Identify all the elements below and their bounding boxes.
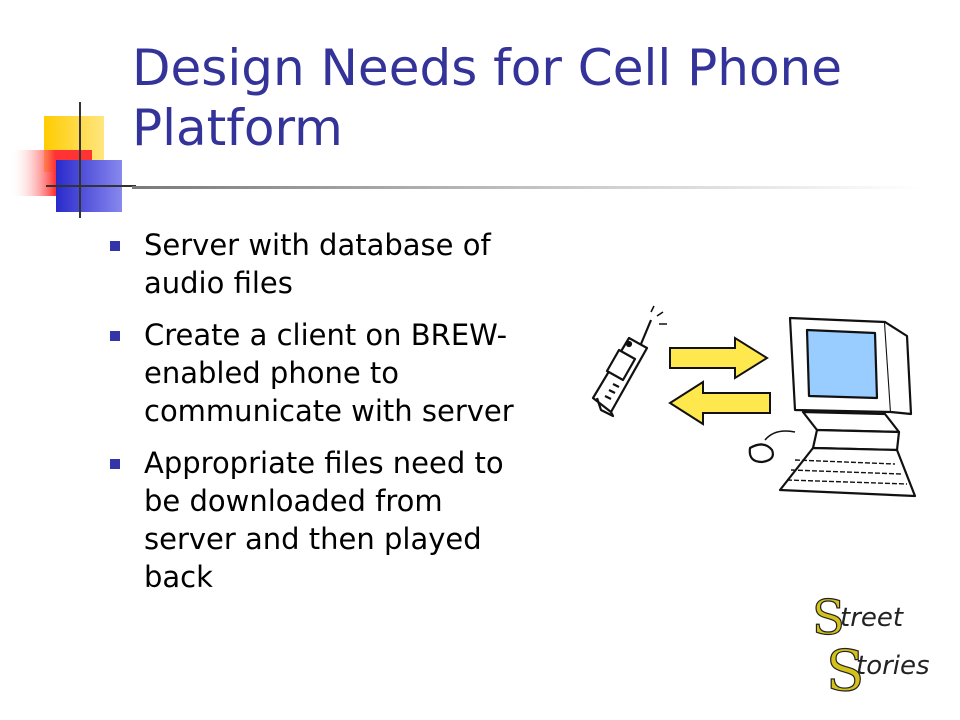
bullet-item: Create a client on BREW- enabled phone t…	[106, 316, 576, 430]
bullet-text: Server with database of	[144, 228, 491, 262]
title-line-2: Platform	[132, 99, 343, 157]
bullet-square-icon	[110, 241, 120, 251]
cell-phone-icon	[591, 305, 667, 418]
logo-word-1: treet	[840, 603, 904, 633]
bullet-item: Server with database of audio files	[106, 226, 576, 302]
bullet-square-icon	[110, 331, 120, 341]
title-line-1: Design Needs for Cell Phone	[132, 39, 843, 97]
slide-title: Design Needs for Cell Phone Platform	[132, 38, 932, 158]
corner-decoration	[10, 102, 136, 218]
bullet-item: Appropriate files need to be downloaded …	[106, 444, 576, 596]
bullet-text: audio files	[144, 266, 293, 300]
bullet-list: Server with database of audio files Crea…	[106, 226, 576, 610]
bullet-text: be downloaded from	[144, 484, 443, 518]
bullet-square-icon	[110, 459, 120, 469]
phone-computer-illustration	[591, 305, 917, 498]
computer-icon	[748, 316, 917, 498]
left-arrow-icon	[668, 380, 771, 426]
bullet-text: enabled phone to	[144, 356, 400, 390]
street-stories-logo: S treet S tories	[811, 592, 930, 697]
bullet-text: Create a client on BREW-	[144, 318, 508, 352]
bullet-text: communicate with server	[144, 394, 514, 428]
right-arrow-icon	[669, 336, 769, 380]
bullet-text: server and then played	[144, 522, 482, 556]
logo-word-2: tories	[856, 651, 930, 681]
bullet-text: back	[144, 560, 213, 594]
logo-s-1: S	[812, 592, 845, 646]
logo-s-2: S	[826, 639, 864, 697]
title-underline	[132, 186, 922, 189]
bullet-text: Appropriate files need to	[144, 446, 504, 480]
